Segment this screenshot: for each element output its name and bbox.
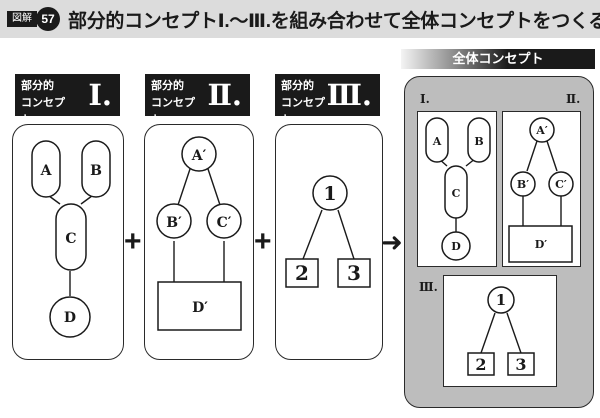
node-a-prime-shape [181,136,217,172]
node-b-prime-shape [156,203,192,239]
node-1-shape [312,175,348,211]
node-1-label: 1 [323,183,336,205]
node-a-prime-label: A′ [191,148,207,164]
header-bar: 図解 57 部分的コンセプトⅠ.〜Ⅲ.を組み合わせて全体コンセプトをつくる [0,0,600,38]
part-2-label: 部分的 コンセプト Ⅱ. [145,74,250,126]
part-3-label-line1: 部分的 [281,80,314,92]
plus-operator-2: + [254,225,272,258]
arrow-operator: ➜ [381,227,403,257]
inner-node-d-prime-label: D′ [535,238,548,251]
inner-3-roman: Ⅲ. [419,280,438,294]
node-3-label: 3 [347,261,361,285]
node-b-label: B [90,163,102,179]
inner-node-a-label: A [432,135,442,148]
node-d-prime-shape [157,281,242,331]
whole-concept-label: 全体コンセプト [401,49,595,69]
part-3-panel [275,124,383,360]
page-title: 部分的コンセプトⅠ.〜Ⅲ.を組み合わせて全体コンセプトをつくる [68,11,600,32]
node-3-shape [337,258,371,288]
inner-node-2-label: 2 [475,355,486,374]
node-c-shape [55,203,87,271]
node-c-prime-shape [206,203,242,239]
inner-1-roman: Ⅰ. [420,92,430,106]
node-2-shape [285,258,319,288]
node-2-label: 2 [295,261,309,285]
part-3-roman: Ⅲ. [326,78,372,112]
inner-node-c-prime-label: C′ [555,178,567,191]
part-2-roman: Ⅱ. [207,78,242,112]
node-b-prime-label: B′ [166,215,182,231]
figure-number: 57 [36,7,60,31]
part-3-label-line2: コンセプト [281,97,325,126]
node-d-shape [49,296,91,338]
node-a-shape [31,140,61,198]
node-d-label: D [64,310,76,326]
inner-node-3-label: 3 [515,355,526,374]
inner-node-b-label: B [474,135,483,148]
plus-operator-1: + [124,225,142,258]
part-3-label: 部分的 コンセプト Ⅲ. [275,74,380,126]
figure-label: 図解 [7,11,37,27]
inner-node-c-label: C [452,187,461,200]
inner-2-roman: Ⅱ. [566,92,581,106]
node-c-prime-label: C′ [217,215,232,231]
inner-node-a-prime-label: A′ [535,124,548,137]
part-1-roman: Ⅰ. [88,78,112,112]
inner-node-d-label: D [451,240,461,253]
part-2-label-line2: コンセプト [151,97,195,126]
inner-node-1-label: 1 [496,291,506,309]
part-1-label-line1: 部分的 [21,80,54,92]
inner-node-b-prime-label: B′ [517,178,529,191]
node-a-label: A [40,163,53,179]
part-2-label-line1: 部分的 [151,80,184,92]
node-c-label: C [65,231,76,247]
part-1-label: 部分的 コンセプト Ⅰ. [15,74,120,126]
part-1-label-line2: コンセプト [21,97,65,126]
node-d-prime-label: D′ [192,300,208,316]
node-b-shape [81,140,111,198]
